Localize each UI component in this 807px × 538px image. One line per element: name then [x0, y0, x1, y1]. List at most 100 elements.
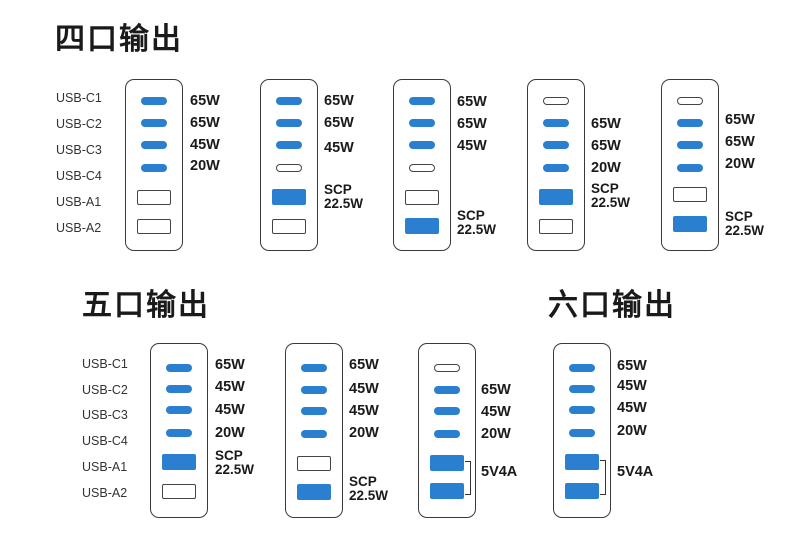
port-label-usb-c2: USB-C2 [82, 383, 128, 397]
usb-c4-port-inactive [409, 164, 435, 172]
scp-wattage-label: 22.5W [324, 196, 364, 211]
usb-a2-port-active [405, 218, 439, 234]
scp-label: SCP [215, 448, 243, 463]
six-port-title: 六口输出 [548, 289, 676, 322]
wattage-label: 45W [481, 404, 511, 420]
usb-a1-port-active [430, 455, 464, 471]
charger-panel [260, 79, 318, 251]
usb-c1-port-active [276, 97, 302, 105]
wattage-label: 65W [190, 93, 220, 109]
port-label-usb-a2: USB-A2 [56, 221, 102, 235]
usb-a2-port-inactive [272, 219, 306, 234]
port-label-usb-c4: USB-C4 [56, 169, 102, 183]
usb-c3-port-active [569, 406, 595, 414]
combined-output-label: 5V4A [617, 464, 654, 480]
usb-c3-port-active [301, 407, 327, 415]
wattage-label: 20W [349, 425, 379, 441]
scp-label: SCP [457, 208, 485, 223]
usb-c4-port-active [166, 429, 192, 437]
usb-a1-port-inactive [673, 187, 707, 202]
usb-c3-port-active [276, 141, 302, 149]
wattage-label: 20W [725, 156, 755, 172]
port-label-usb-c1: USB-C1 [56, 91, 102, 105]
wattage-label: 65W [457, 94, 487, 110]
usb-a2-port-inactive [137, 219, 171, 234]
port-label-usb-a1: USB-A1 [82, 460, 128, 474]
usb-a1-port-active [539, 189, 573, 205]
scp-wattage-label: 22.5W [215, 462, 255, 477]
usb-c2-port-active [166, 385, 192, 393]
usb-c4-port-active [543, 164, 569, 172]
wattage-label: 45W [215, 402, 245, 418]
wattage-label: 20W [481, 426, 511, 442]
port-label-usb-c2: USB-C2 [56, 117, 102, 131]
port-label-usb-a2: USB-A2 [82, 486, 128, 500]
usb-c2-port-active [276, 119, 302, 127]
charger-panel [125, 79, 183, 251]
usb-c4-port-active [301, 430, 327, 438]
usb-a1-port-active [565, 454, 599, 470]
wattage-label: 65W [481, 382, 511, 398]
port-label-usb-a1: USB-A1 [56, 195, 102, 209]
scp-label: SCP [349, 474, 377, 489]
wattage-label: 65W [324, 93, 354, 109]
usb-c3-port-active [409, 141, 435, 149]
usb-a2-port-inactive [162, 484, 196, 499]
usb-a1-port-inactive [137, 190, 171, 205]
combined-output-label: 5V4A [481, 464, 518, 480]
usb-c1-port-inactive [677, 97, 703, 105]
charger-panel [527, 79, 585, 251]
usb-a2-port-inactive [539, 219, 573, 234]
wattage-label: 45W [457, 138, 487, 154]
wattage-label: 65W [457, 116, 487, 132]
charger-panel [418, 343, 476, 518]
usb-a2-port-active [565, 483, 599, 499]
wattage-label: 65W [349, 357, 379, 373]
four-port-title: 四口输出 [55, 23, 183, 56]
wattage-label: 65W [725, 112, 755, 128]
usb-a1-port-inactive [297, 456, 331, 471]
charger-panel [150, 343, 208, 518]
wattage-label: 45W [349, 403, 379, 419]
five-port-title: 五口输出 [82, 289, 210, 322]
wattage-label: 65W [591, 138, 621, 154]
usb-c4-port-active [569, 429, 595, 437]
usb-c2-port-active [434, 386, 460, 394]
usb-c4-port-active [141, 164, 167, 172]
port-label-usb-c3: USB-C3 [82, 408, 128, 422]
usb-c2-port-active [301, 386, 327, 394]
wattage-label: 65W [190, 115, 220, 131]
wattage-label: 20W [591, 160, 621, 176]
usb-c3-port-active [677, 141, 703, 149]
combined-port-bracket [465, 461, 471, 495]
usb-c3-port-active [543, 141, 569, 149]
scp-label: SCP [725, 209, 753, 224]
wattage-label: 45W [617, 378, 647, 394]
usb-c1-port-active [141, 97, 167, 105]
usb-a1-port-inactive [405, 190, 439, 205]
wattage-label: 65W [215, 357, 245, 373]
charger-panel [285, 343, 343, 518]
combined-port-bracket [600, 460, 606, 495]
wattage-label: 65W [617, 358, 647, 374]
usb-c2-port-active [677, 119, 703, 127]
port-label-usb-c4: USB-C4 [82, 434, 128, 448]
wattage-label: 20W [617, 423, 647, 439]
usb-c1-port-active [409, 97, 435, 105]
usb-c2-port-active [569, 385, 595, 393]
usb-a2-port-active [673, 216, 707, 232]
wattage-label: 65W [725, 134, 755, 150]
scp-wattage-label: 22.5W [591, 195, 631, 210]
wattage-label: 45W [324, 140, 354, 156]
usb-c3-port-active [141, 141, 167, 149]
scp-wattage-label: 22.5W [725, 223, 765, 238]
usb-a2-port-active [297, 484, 331, 500]
charger-panel [661, 79, 719, 251]
charger-panel [553, 343, 611, 518]
usb-c2-port-active [543, 119, 569, 127]
usb-c1-port-inactive [434, 364, 460, 372]
wattage-label: 45W [215, 379, 245, 395]
usb-a1-port-active [162, 454, 196, 470]
usb-c1-port-active [166, 364, 192, 372]
usb-c1-port-active [569, 364, 595, 372]
